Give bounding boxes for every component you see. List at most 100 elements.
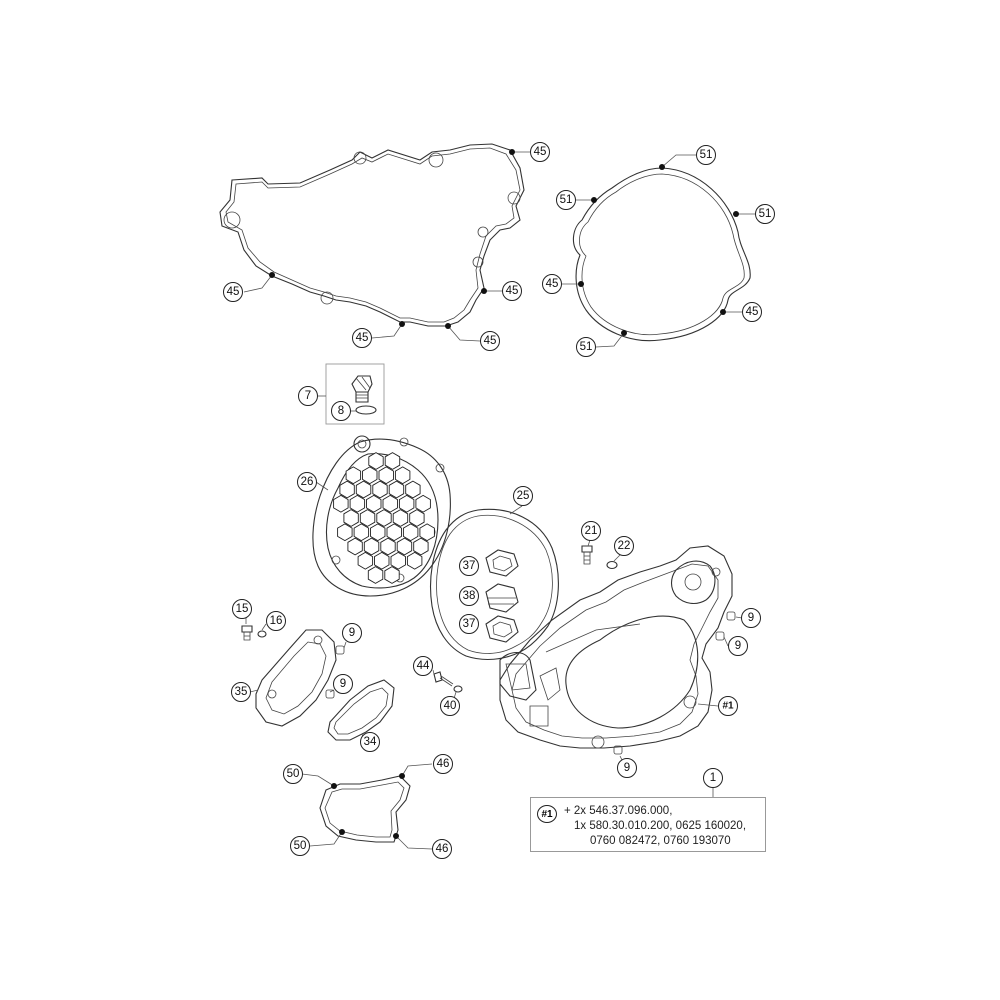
grille-cell [363,537,380,556]
callout: 1 [703,768,723,788]
note-line: 0760 082472, 0760 193070 [590,835,731,847]
grille-cell [384,566,400,584]
svg-text:35: 35 [235,686,248,698]
grille-cell [357,551,374,570]
svg-text:16: 16 [270,615,283,627]
svg-text:37: 37 [463,618,476,630]
svg-text:21: 21 [585,525,598,537]
callout: #1 [718,696,738,716]
callout: 45 [223,282,243,302]
grille-cell [372,480,388,499]
grille-cell [413,537,429,556]
svg-text:46: 46 [437,758,450,770]
callout: 34 [360,732,380,752]
grille-cell [347,537,363,556]
hex-grille [333,452,435,584]
callout: 9 [617,758,637,778]
svg-text:45: 45 [484,335,497,347]
callout: 15 [232,599,252,619]
callout: 21 [581,521,601,541]
grille-cell [405,480,421,499]
svg-text:45: 45 [356,332,369,344]
svg-text:7: 7 [305,390,311,402]
svg-text:50: 50 [294,840,307,852]
grille-cell [366,494,382,513]
grille-cell [374,551,390,570]
grille-cell [394,466,411,485]
grille-cell [402,523,419,542]
grille-cell [355,480,372,499]
callout: 51 [576,337,596,357]
svg-text:46: 46 [436,843,449,855]
callout: 45 [742,302,762,322]
grille-cell [406,551,423,570]
assembly-note: #1 + 2x 546.37.096.000, 1x 580.30.010.20… [530,797,766,852]
callout: 51 [755,204,775,224]
svg-text:26: 26 [301,476,314,488]
grille-cell [345,466,362,485]
dowel-pins [325,611,736,755]
leader-lines [243,151,756,850]
svg-text:22: 22 [618,540,631,552]
callouts: 45 45 45 45 45 51 51 51 45 45 51 7 8 26 … [223,142,775,859]
grille-cell [386,523,402,542]
grille-cell [392,509,409,527]
callout: 37 [459,614,479,634]
callout: 25 [513,486,533,506]
svg-text:8: 8 [338,405,344,417]
svg-text:9: 9 [624,762,630,774]
callout: 51 [696,145,716,165]
svg-text:45: 45 [227,286,240,298]
grille-cell [362,466,378,485]
svg-text:44: 44 [417,660,430,672]
clutch-cover [499,545,733,749]
svg-text:51: 51 [700,149,713,161]
svg-text:45: 45 [746,306,759,318]
grille-cell [359,509,376,527]
svg-text:45: 45 [506,285,519,297]
grille-cell [415,494,431,513]
callout: 44 [413,656,433,676]
svg-text:51: 51 [560,194,573,206]
callout: 45 [502,281,522,301]
callout: 45 [542,274,562,294]
reference-dots [269,149,739,839]
water-pump-gasket [327,679,395,741]
callout: 38 [459,586,479,606]
grille-cell [396,537,413,556]
callout: 50 [283,764,303,784]
svg-text:37: 37 [463,560,476,572]
svg-text:38: 38 [463,590,476,602]
grille-cell [419,523,435,542]
water-pump-cover [255,629,337,727]
callout: 22 [614,536,634,556]
grille-cell [388,480,405,499]
callout: 45 [480,331,500,351]
crankcase-gasket [219,143,525,327]
ignition-cover [312,435,451,597]
grille-cell [349,494,366,513]
note-reference-badge: #1 [537,805,557,823]
small-fasteners [241,545,618,693]
grille-cell [376,509,392,527]
svg-text:9: 9 [349,627,355,639]
grille-cell [333,494,349,513]
svg-text:45: 45 [546,278,559,290]
grille-cell [398,494,415,513]
grille-cell [409,509,425,527]
grille-cell [353,523,370,542]
clutch-cover-gasket [572,167,751,342]
svg-text:50: 50 [287,768,300,780]
callout: 45 [352,328,372,348]
svg-text:9: 9 [748,612,754,624]
callout: 9 [333,674,353,694]
callout: 51 [556,190,576,210]
callout: 45 [530,142,550,162]
note-line: + 2x 546.37.096.000, [564,805,673,817]
grille-cell [368,452,384,470]
callout: 16 [266,611,286,631]
callout: 8 [331,401,351,421]
grille-cell [339,480,355,499]
